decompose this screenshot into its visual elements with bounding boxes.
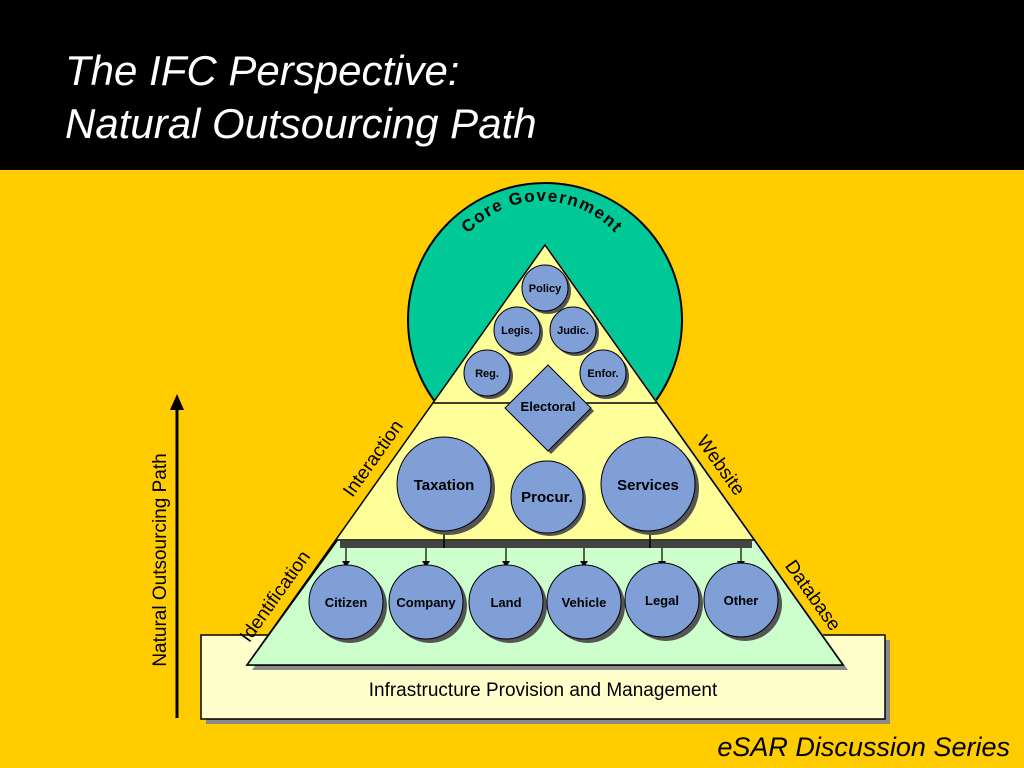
- footer-series: eSAR Discussion Series: [717, 732, 1010, 762]
- infrastructure-label: Infrastructure Provision and Management: [369, 680, 718, 701]
- svg-text:Vehicle: Vehicle: [562, 595, 607, 610]
- node-reg: Reg.: [463, 349, 513, 399]
- node-citizen: Citizen: [308, 564, 387, 643]
- node-land: Land: [468, 564, 547, 643]
- svg-text:Land: Land: [490, 595, 521, 610]
- node-company: Company: [388, 564, 467, 643]
- slide-title-line-2: Natural Outsourcing Path: [65, 100, 537, 147]
- svg-text:Procur.: Procur.: [521, 489, 573, 506]
- node-taxation: Taxation: [396, 436, 495, 535]
- svg-text:Citizen: Citizen: [325, 595, 368, 610]
- axis-label: Natural Outsourcing Path: [150, 453, 171, 666]
- node-policy: Policy: [521, 264, 571, 314]
- svg-text:Reg.: Reg.: [475, 368, 499, 380]
- slide-title-line-1: The IFC Perspective:: [65, 47, 460, 94]
- svg-text:Company: Company: [396, 595, 456, 610]
- node-vehicle: Vehicle: [546, 564, 625, 643]
- title-bar: The IFC Perspective: Natural Outsourcing…: [0, 0, 1024, 170]
- connector-bar: [340, 541, 752, 548]
- node-judic: Judic.: [549, 306, 599, 356]
- node-electoral: Electoral: [504, 364, 594, 454]
- node-procur: Procur.: [510, 460, 586, 536]
- bottom-arrows: [342, 548, 745, 567]
- outsourcing-arrow-head: [170, 394, 184, 410]
- svg-text:Electoral: Electoral: [521, 399, 576, 414]
- node-enfor: Enfor.: [579, 349, 629, 399]
- svg-text:Legis.: Legis.: [501, 325, 533, 337]
- svg-text:Taxation: Taxation: [414, 477, 475, 494]
- svg-text:Other: Other: [724, 593, 759, 608]
- node-services: Services: [600, 436, 699, 535]
- node-other: Other: [703, 562, 782, 641]
- svg-text:Judic.: Judic.: [557, 325, 589, 337]
- node-legal: Legal: [624, 562, 703, 641]
- svg-text:Enfor.: Enfor.: [587, 368, 618, 380]
- svg-text:Legal: Legal: [645, 593, 679, 608]
- svg-text:Policy: Policy: [529, 283, 562, 295]
- outsourcing-diagram: Core Government Policy Legis. Judic.: [150, 182, 890, 724]
- node-legis: Legis.: [493, 306, 543, 356]
- svg-text:Services: Services: [617, 477, 679, 494]
